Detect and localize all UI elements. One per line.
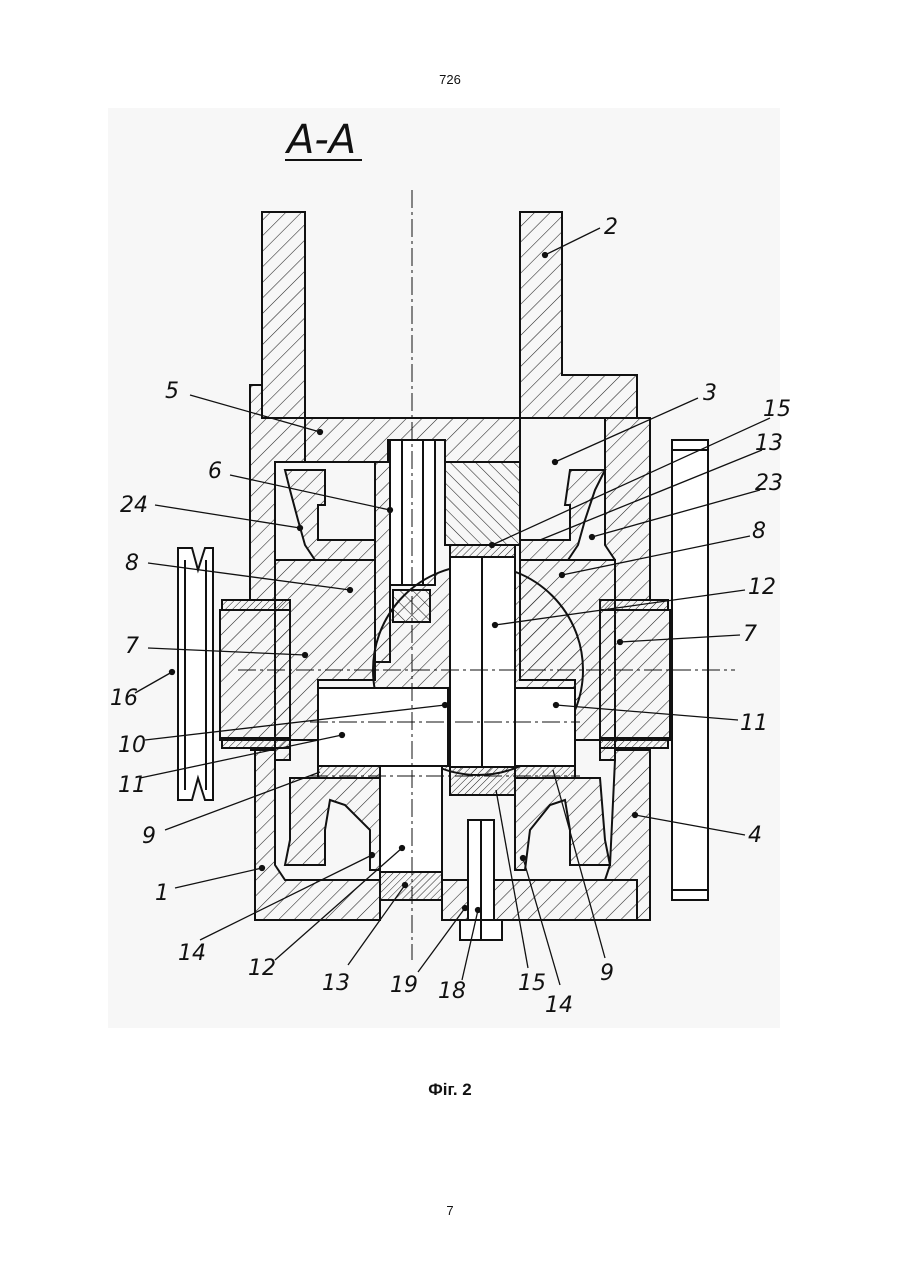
part-11-right-pin	[515, 688, 575, 766]
label-15-bottom: 15	[518, 971, 546, 996]
part-7-left-hub	[220, 610, 290, 740]
label-11-left: 11	[118, 773, 146, 798]
part-7-right-hub	[600, 610, 670, 740]
label-12-bottom: 12	[248, 956, 276, 981]
part-15-upper-bushing	[450, 545, 515, 557]
part-13-lower-bushing	[380, 872, 442, 900]
label-8-right: 8	[752, 519, 766, 544]
label-13-top: 13	[755, 431, 783, 456]
label-9-bottom: 9	[600, 961, 614, 986]
label-2: 2	[604, 215, 618, 240]
label-19: 19	[390, 973, 418, 998]
label-13-bottom: 13	[322, 971, 350, 996]
label-7-right: 7	[743, 622, 757, 647]
section-label: A-A	[284, 117, 356, 163]
figure-caption: Фіг. 2	[0, 1080, 900, 1100]
part-7-right-bearing-bottom	[600, 738, 668, 748]
part-7-left-bearing-top	[222, 600, 290, 610]
label-24: 24	[120, 493, 148, 518]
label-6: 6	[208, 459, 222, 484]
part-2-cylinder-left-wall	[262, 212, 305, 418]
part-7-left-bearing-bottom	[222, 738, 290, 748]
label-5: 5	[165, 379, 179, 404]
part-12-lower-pin	[380, 766, 442, 872]
label-15-top: 15	[763, 397, 791, 422]
label-9-left: 9	[142, 824, 156, 849]
label-8-left: 8	[125, 551, 139, 576]
label-4: 4	[748, 823, 762, 848]
label-16: 16	[110, 686, 138, 711]
label-10: 10	[118, 733, 146, 758]
label-12-right: 12	[748, 575, 776, 600]
label-14-bottom: 14	[545, 993, 573, 1018]
label-23: 23	[755, 471, 783, 496]
label-1: 1	[155, 881, 169, 906]
part-15-lower-bushing	[450, 767, 515, 795]
label-18: 18	[438, 979, 466, 1004]
page-number-bottom: 7	[0, 1203, 900, 1218]
part-11-left-pin	[318, 688, 448, 766]
label-3: 3	[703, 381, 717, 406]
part-3-insert	[445, 462, 520, 545]
part-16-pulley	[178, 548, 213, 800]
label-7-left: 7	[125, 634, 139, 659]
label-11-right: 11	[740, 711, 768, 736]
label-14-left: 14	[178, 941, 206, 966]
